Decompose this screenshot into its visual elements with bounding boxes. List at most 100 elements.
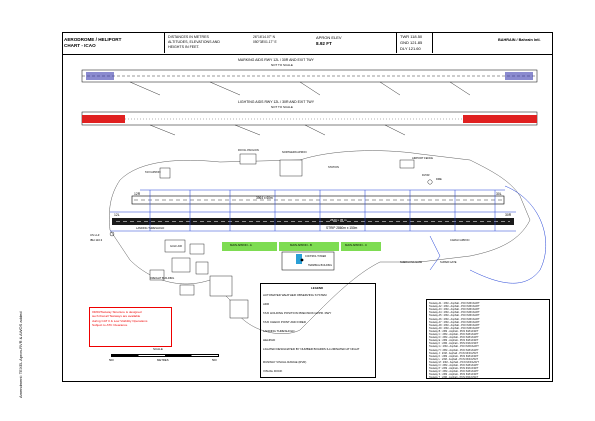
control-tower-symbol <box>300 258 304 262</box>
llz-symbol <box>109 231 115 237</box>
taxiway-spec-row: Taxiway A7 : 23M - Asphalt - PCN 63/F/A/… <box>429 320 480 324</box>
us-llz-label: US LLZ <box>90 233 100 237</box>
runway-30l-label: 30L <box>496 192 502 196</box>
note-line: during CAT II & Low Visibility Operation… <box>92 318 148 323</box>
twr-frequency: TWR 118.50 <box>400 34 423 39</box>
apron-b-label: MAIN APRON - B <box>290 243 312 247</box>
lighting-aids-schematic <box>81 111 538 136</box>
taxiway-spec-row: Taxiway D : 23M - Asphalt - PCN 63/F/A/W… <box>429 336 479 340</box>
aerodrome-longitude: 050°38'01.17" E <box>253 40 277 44</box>
dvor-symbol <box>427 179 433 185</box>
taxiway-spec-row: Taxiway A9 : 23M - Asphalt - PCN 63/F/A/… <box>429 326 480 330</box>
cargo-apron-label: CARGO APRON <box>450 239 470 242</box>
header-divider <box>396 32 397 53</box>
runway-12l-30r <box>112 218 514 225</box>
aerodrome-authority: BAHRAIN / Bahrain Intl. <box>498 38 541 42</box>
scale-left-value: 500 <box>109 358 114 362</box>
legend-row: AUTOMATED WEATHER OBSERVING SYSTEM <box>263 293 327 297</box>
dme-label: DME <box>436 178 442 181</box>
amendment-note: Amendment: TEXEL Apron-RVR & AWOS added <box>18 311 23 399</box>
apron-a-label: MAIN APRON - A <box>230 243 252 247</box>
taxiway-spec-row: Taxiway E : 23M - Asphalt - PCN 63/F/A/W… <box>429 339 479 343</box>
taxiway-spec-row: Taxiway B : 23M - Asphalt - PCN 63/F/A/W… <box>429 329 479 333</box>
legend-row: RUNWAY VISUAL RANGE (RVR) <box>263 360 307 364</box>
royal-pavilion-label: ROYAL PAVILION <box>238 149 259 152</box>
runway-12r-label: 12R <box>134 192 141 196</box>
note-line: such that all Taxiways are available <box>92 314 141 319</box>
main-apron-b <box>279 242 339 251</box>
taxiway-spec-row: Taxiway K : 23M - Asphalt - PCN 63/F/A/W… <box>429 354 479 358</box>
chart-title-line2: CHART - ICAO <box>64 43 96 48</box>
airport-boundary <box>109 150 531 334</box>
scale-unit: METRES <box>157 358 169 362</box>
taxiway-spec-row: Taxiway L : 23M - Asphalt - PCN 63/F/A/W… <box>429 357 479 361</box>
main-apron-c <box>341 242 381 251</box>
taxiway-spec-row: Taxiway A6 : 23M - Asphalt - PCN 63/F/A/… <box>429 317 480 321</box>
super-gate-label: SUPER GATE <box>440 261 457 264</box>
apron-elev-label: APRON ELEV <box>316 35 342 40</box>
marking-aids-title: MARKING AIDS RWY 12L / 30R AND EXIT TWY <box>238 58 314 62</box>
low-visibility-note: ORDI/Taxiway Structure is designed such … <box>89 307 172 347</box>
header-divider <box>432 32 433 53</box>
legend-row: HELIPAD <box>263 338 276 342</box>
chart-title-line1: AERODROME / HELIPORT <box>64 37 122 42</box>
aerodrome-latitude: 26°16'14.07" N <box>253 35 275 39</box>
marking-aids-scale: NOT TO SCALE <box>271 63 293 67</box>
scale-right-value: 500 <box>212 358 217 362</box>
taxiway-specification-list: Taxiway A1 : 23M - Asphalt - PCN 63/F/A/… <box>426 299 550 379</box>
lighting-aids-title: LIGHTING AIDS RWY 12L / 30R AND EXIT TWY <box>238 100 315 104</box>
taxiway-spec-row: Taxiway A3 : 23M - Asphalt - PCN 63/F/A/… <box>429 308 480 312</box>
taxiway-spec-row: Taxiway G : 23M - Asphalt - PCN 63/F/A/W… <box>429 345 479 349</box>
terminal-pier <box>296 254 302 264</box>
header-divider <box>164 32 165 53</box>
taxiway-spec-row: Taxiway J : 23M - Asphalt - PCN 63/F/A/W… <box>429 351 479 355</box>
legend-row: TAXI CHECK POINT AND FIRED <box>263 320 306 324</box>
southern-link-road <box>429 235 441 271</box>
approach-lights-west <box>82 115 125 123</box>
runway-12r-30l <box>131 195 505 205</box>
lighting-exit-taxiways <box>149 124 406 136</box>
airport-fence-label: AIRPORT FENCE <box>412 157 433 160</box>
legend-row: LIGHTED DESIGNATED BY NUMBER BOARDS ILLU… <box>263 347 360 351</box>
legend-row: ADR <box>263 302 270 306</box>
runway-upper-dimensions: 3964 x 60m <box>256 196 273 200</box>
taxiway-spec-row: Taxiway A4 : 23M - Asphalt - PCN 63/F/A/… <box>429 311 480 315</box>
apron-elev-value: 8.92 FT <box>316 41 332 46</box>
note-line: Subject to ATC Clearance <box>92 323 128 328</box>
ils-frequency-label: IBH 110.3 <box>90 238 103 242</box>
legend-row: VISUAL DOCK <box>263 369 283 373</box>
building-cluster-southwest <box>149 239 249 319</box>
gulf-air-label: GULF AIR <box>170 245 182 248</box>
distances-line3: HEIGHTS IN FEET. <box>168 45 200 49</box>
taxiway-spec-row: Taxiway A2 : 23M - Asphalt - PCN 63/F/A/… <box>429 305 480 309</box>
apron-c-label: MAIN APRON - C <box>345 243 368 247</box>
runway-30r-label: 30R <box>505 213 512 217</box>
legend-row: LANDING THRESHOLD <box>263 329 295 333</box>
taxiway-spec-row: Taxiway N : 23M - Asphalt - PCN 63/F/A/W… <box>429 364 479 367</box>
legend-title: LEGEND <box>311 286 324 290</box>
scale-title: SCALE <box>153 347 163 351</box>
taxiway-spec-row: Taxiway C : 23M - Asphalt - PCN 63/F/A/W… <box>429 333 479 336</box>
taxiway-spec-row: Taxiway S : 23M - Asphalt - PCN 63/F/A/W… <box>429 373 479 377</box>
runway-main-dimensions: 2520 x 45 m <box>330 218 347 222</box>
landing-threshold-label: LANDING THRESHOLD <box>136 227 165 230</box>
main-apron-a <box>222 242 277 251</box>
taxiway-spec-row: Taxiway F : 23M - Asphalt - PCN 63/F/A/W… <box>429 342 479 346</box>
dvor-label: DVOR <box>422 174 430 177</box>
legend-box: LEGEND AUTOMATED WEATHER OBSERVING SYSTE… <box>260 283 376 378</box>
gnd-frequency: GND 121.85 <box>400 40 423 45</box>
runway-strip-dimensions: STRIP 2860m x 150m <box>326 226 358 230</box>
freight-building-label: FREIGHT BUILDING <box>150 277 175 280</box>
taxi-apron-label: TAXI APRON <box>145 171 161 174</box>
header-rule <box>63 54 552 55</box>
taxiway-spec-row: Taxiway P : 23M - Asphalt - PCN 63/F/A/W… <box>429 367 479 371</box>
terminal-building-label: TERMINAL BUILDING <box>308 264 332 267</box>
lighting-aids-scale: NOT TO SCALE <box>271 105 293 109</box>
taxiway-connectors <box>149 190 496 231</box>
terminal-building <box>281 251 335 271</box>
scale-bar <box>111 354 219 357</box>
legend-row: TAXI HOLDING POSITION PRECISION APPR. RW… <box>263 311 332 315</box>
station-label: STATION <box>328 166 339 169</box>
runway-12l-label: 12L <box>114 213 120 217</box>
